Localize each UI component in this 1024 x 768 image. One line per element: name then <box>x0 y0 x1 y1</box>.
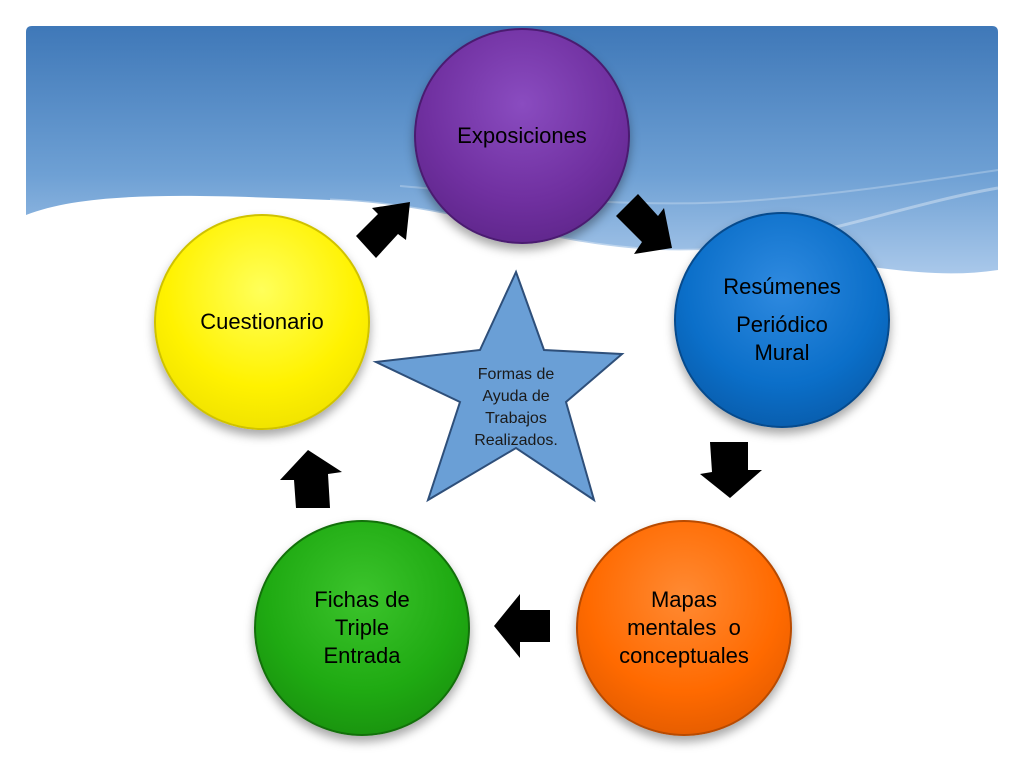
node-label: Mural <box>754 340 810 365</box>
arrow-resumenes-to-mapas <box>700 442 762 498</box>
center-label-line: Ayuda de <box>482 388 550 405</box>
node-label: Cuestionario <box>200 309 324 334</box>
node-label: mentales o <box>627 615 741 640</box>
node-exposiciones: Exposiciones <box>414 28 630 244</box>
center-label-line: Formas de <box>477 366 555 383</box>
node-label: Periódico <box>736 312 828 337</box>
node-label: Triple <box>334 615 390 640</box>
node-label: Fichas de <box>314 587 410 612</box>
center-label: Formas de Ayuda de Trabajos Realizados. <box>451 364 581 452</box>
center-label-line: Realizados. <box>474 432 558 449</box>
center-label-line: Trabajos <box>485 410 547 427</box>
node-label: Mapas <box>650 587 718 612</box>
node-label: conceptuales <box>619 643 749 668</box>
node-label: Exposiciones <box>457 123 587 148</box>
node-resumenes: Resúmenes Periódico Mural <box>674 212 890 428</box>
node-fichas: Fichas de Triple Entrada <box>254 520 470 736</box>
node-label: Resúmenes <box>723 274 841 299</box>
node-cuestionario: Cuestionario <box>154 214 370 430</box>
center-star <box>372 269 625 503</box>
arrow-cuestionario-to-exposiciones <box>356 202 410 258</box>
node-label: Entrada <box>323 643 401 668</box>
arrow-fichas-to-cuestionario <box>280 450 342 508</box>
arrow-mapas-to-fichas <box>494 594 550 658</box>
arrow-exposiciones-to-resumenes <box>616 194 672 254</box>
node-mapas: Mapas mentales o conceptuales <box>576 520 792 736</box>
